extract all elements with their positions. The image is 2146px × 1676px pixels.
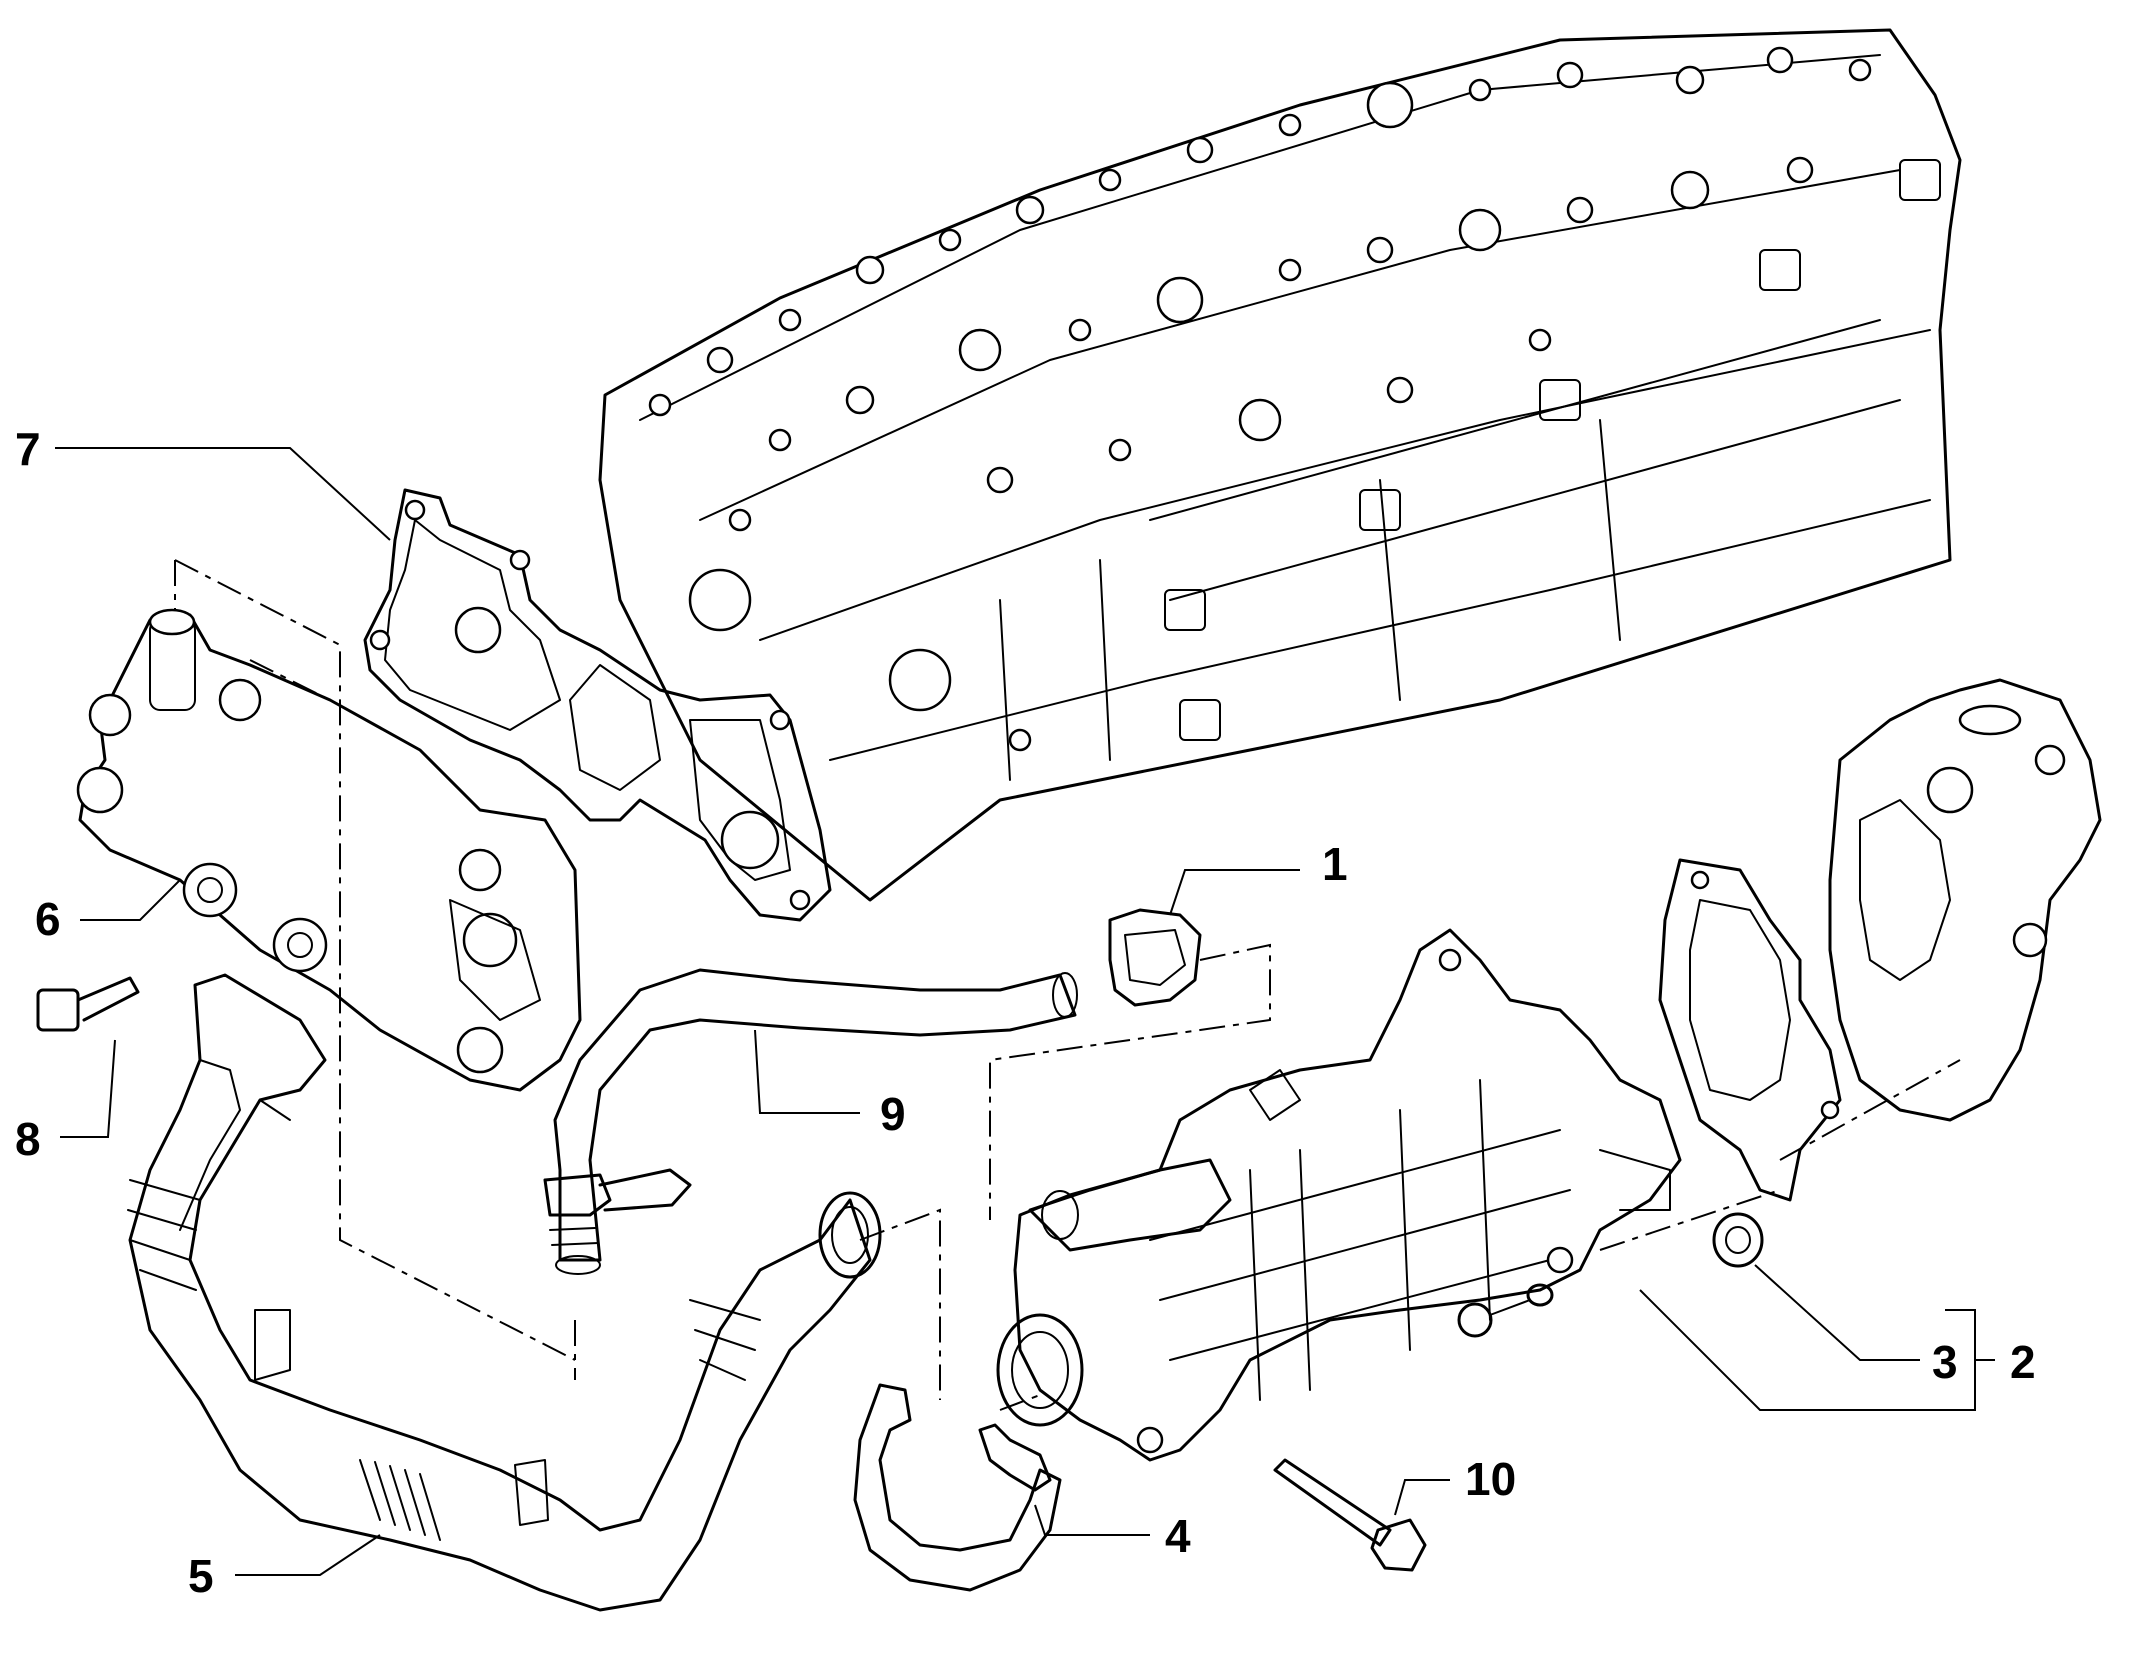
leader-4 (1034, 1504, 1150, 1536)
part-6-flange (76, 608, 582, 1092)
leader-6 (80, 879, 181, 921)
leader-lines (55, 447, 1995, 1576)
injector-nuts (1164, 159, 1941, 741)
part-7-gasket (363, 488, 832, 922)
leader-7 (55, 447, 391, 541)
leader-5 (235, 1534, 381, 1576)
cooler-screw (1457, 1283, 1554, 1338)
part-2-egr-cooler (996, 928, 1682, 1462)
egr-valve-gaskets (1658, 678, 2102, 1202)
leader-9 (754, 1029, 860, 1114)
leader-10 (1394, 1479, 1450, 1516)
part-10-bolt (1273, 1458, 1427, 1572)
callout-1: 1 (1322, 838, 1348, 890)
callout-labels: 1 2 3 4 5 6 7 8 9 10 (15, 423, 2036, 1602)
cylinder-head (598, 28, 1962, 902)
callout-6: 6 (35, 893, 61, 945)
leader-1 (1169, 869, 1300, 916)
part-1-clamp (1108, 908, 1202, 1007)
part-4-bracket (853, 1383, 1062, 1592)
callout-3: 3 (1932, 1336, 1958, 1388)
callout-2: 2 (2010, 1336, 2036, 1388)
part-5-egr-pipe (127, 973, 882, 1612)
callout-4: 4 (1165, 1510, 1191, 1562)
leader-3 (1754, 1264, 1920, 1361)
callout-9: 9 (880, 1088, 906, 1140)
assembly-lines (174, 559, 1961, 1411)
callout-7: 7 (15, 423, 41, 475)
part-9-hose (543, 968, 1078, 1275)
callout-5: 5 (188, 1550, 214, 1602)
part-8-bolt (36, 976, 140, 1032)
part-3-seal (1712, 1212, 1764, 1268)
callout-10: 10 (1465, 1453, 1516, 1505)
head-bolt-holes (648, 46, 1872, 752)
callout-8: 8 (15, 1113, 41, 1165)
part-6-sleeves (182, 862, 328, 973)
leader-2-3 (1639, 1289, 1976, 1411)
leader-8 (60, 1039, 116, 1138)
